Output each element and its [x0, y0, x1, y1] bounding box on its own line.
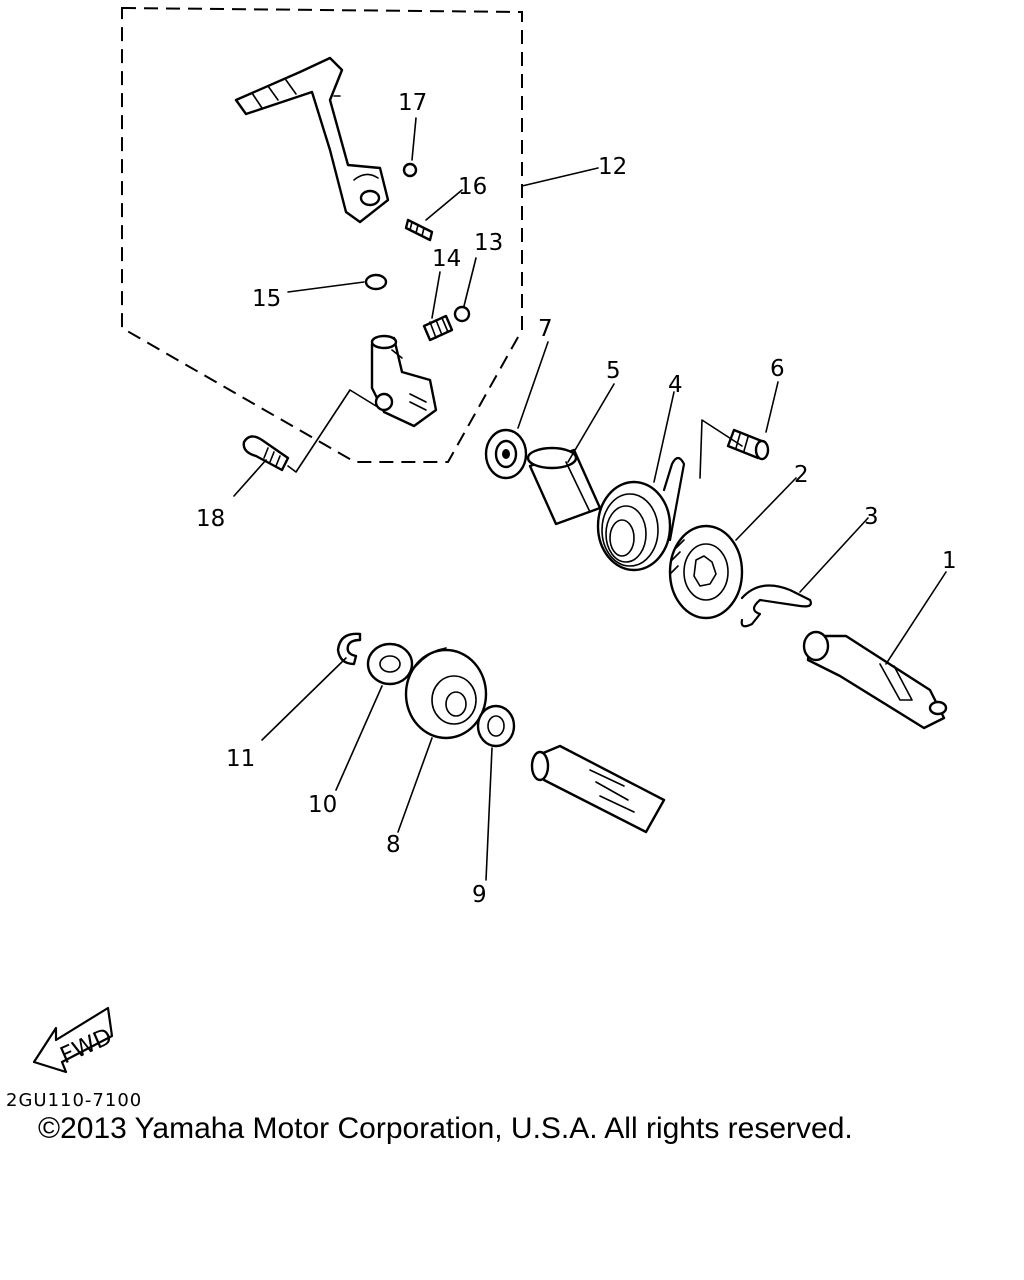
callout-8: 8	[386, 832, 401, 858]
leader-lines	[233, 117, 947, 881]
part-4-spring	[596, 456, 686, 572]
callout-5: 5	[606, 358, 621, 384]
part-1-kick-axle	[802, 630, 948, 730]
part-17-ball	[402, 162, 418, 178]
callout-2: 2	[794, 462, 809, 488]
part-6-pin	[726, 428, 770, 461]
callout-7: 7	[538, 316, 553, 342]
part-10-washer	[366, 642, 414, 686]
callout-3: 3	[864, 504, 879, 530]
part-18-bolt	[242, 435, 290, 472]
callout-10: 10	[308, 792, 337, 818]
part-13-ball	[453, 305, 471, 323]
diagram-code: 2GU110-7100	[6, 1090, 143, 1111]
part-8-kick-gear	[404, 647, 488, 740]
kick-crank-lever	[234, 56, 390, 224]
callout-1: 1	[942, 548, 957, 574]
callout-6: 6	[770, 356, 785, 382]
fwd-label: FWD	[57, 1024, 117, 1070]
kick-boss	[370, 334, 438, 428]
part-11-circlip	[336, 632, 362, 666]
part-3-clip	[740, 584, 812, 628]
part-14-spring	[422, 314, 454, 342]
assembly-12-boundary	[121, 6, 523, 463]
part-2-ratchet	[668, 524, 744, 620]
callout-16: 16	[458, 174, 487, 200]
part-9-washer	[476, 704, 516, 748]
callout-14: 14	[432, 246, 461, 272]
part-7-bearing	[484, 428, 528, 480]
callout-15: 15	[252, 286, 281, 312]
part-16-screw	[404, 218, 434, 242]
part-15-washer	[364, 273, 388, 291]
callout-9: 9	[472, 882, 487, 908]
callout-11: 11	[226, 746, 255, 772]
kick-shaft	[530, 744, 666, 834]
copyright-text: ©2013 Yamaha Motor Corporation, U.S.A. A…	[38, 1112, 853, 1145]
callout-numbers: 1 2 3 4 5 6 7 8 9 10 11 12 13 14 15 16 1…	[196, 90, 957, 908]
fwd-arrow-icon: FWD	[32, 1006, 117, 1074]
callout-12: 12	[598, 154, 627, 180]
part-5-sleeve	[526, 446, 602, 526]
callout-4: 4	[668, 372, 683, 398]
callout-18: 18	[196, 506, 225, 532]
callout-13: 13	[474, 230, 503, 256]
callout-17: 17	[398, 90, 427, 116]
